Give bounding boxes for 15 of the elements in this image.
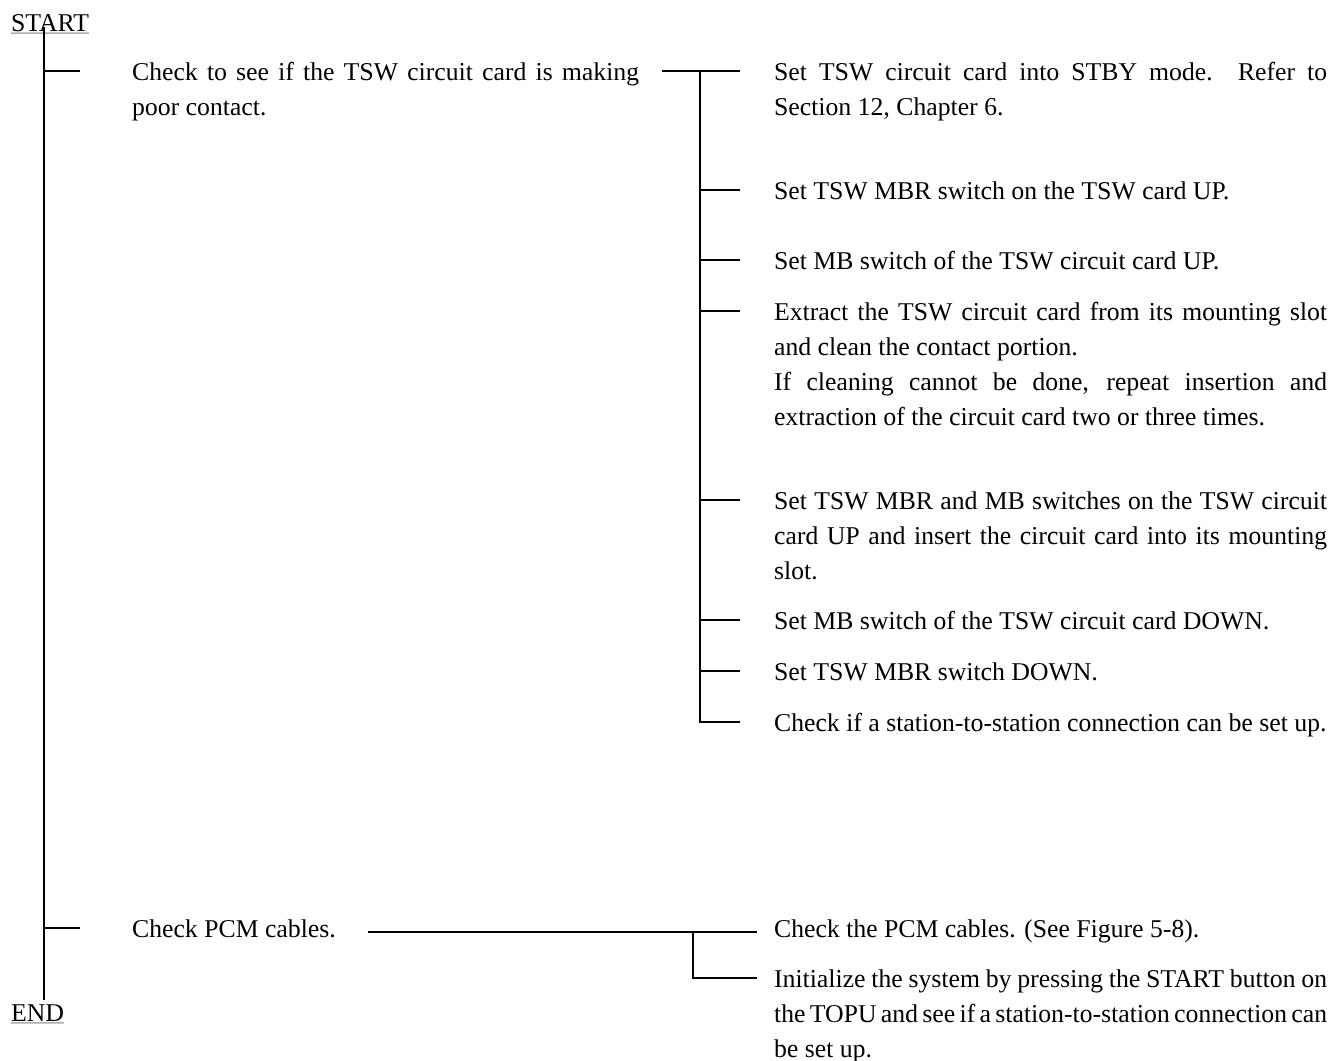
step-text: Check PCM cables. bbox=[133, 919, 334, 938]
step-text: Set TSW MBR switch on the TSW card UP. bbox=[775, 181, 1228, 200]
step-text: Check to see if the TSW circuit card is making poor contact. bbox=[132, 61, 639, 121]
terminal-label: END bbox=[10, 1004, 65, 1024]
step-text: Set TSW MBR switch DOWN. bbox=[775, 662, 1097, 681]
step-text: Set TSW circuit card into STBY mode. Refer to Section 12, Chapter 6. bbox=[775, 61, 1327, 121]
step-text: Set MB switch of the TSW circuit card UP. bbox=[775, 250, 1218, 270]
connector-line bbox=[43, 26, 81, 929]
step-text: Check if a station-to-station connection can be set up. bbox=[775, 712, 1325, 737]
step-text: Set MB switch of the TSW circuit card DOWN. bbox=[775, 610, 1268, 630]
step-text: Set TSW MBR and MB switches on the TSW circuit card UP and insert the circuit card into its mounting slot. bbox=[775, 491, 1327, 580]
connector-line bbox=[367, 931, 758, 979]
terminal-label: START bbox=[10, 13, 90, 34]
step-text: Check the PCM cables. (See Figure 5-8). bbox=[775, 919, 1198, 943]
step-text: Extract the TSW circuit card from its mounting slot and clean the contact portion. If cleaning cannot be done, repeat insertion and extraction of the circuit card two or three times. bbox=[774, 301, 1327, 426]
